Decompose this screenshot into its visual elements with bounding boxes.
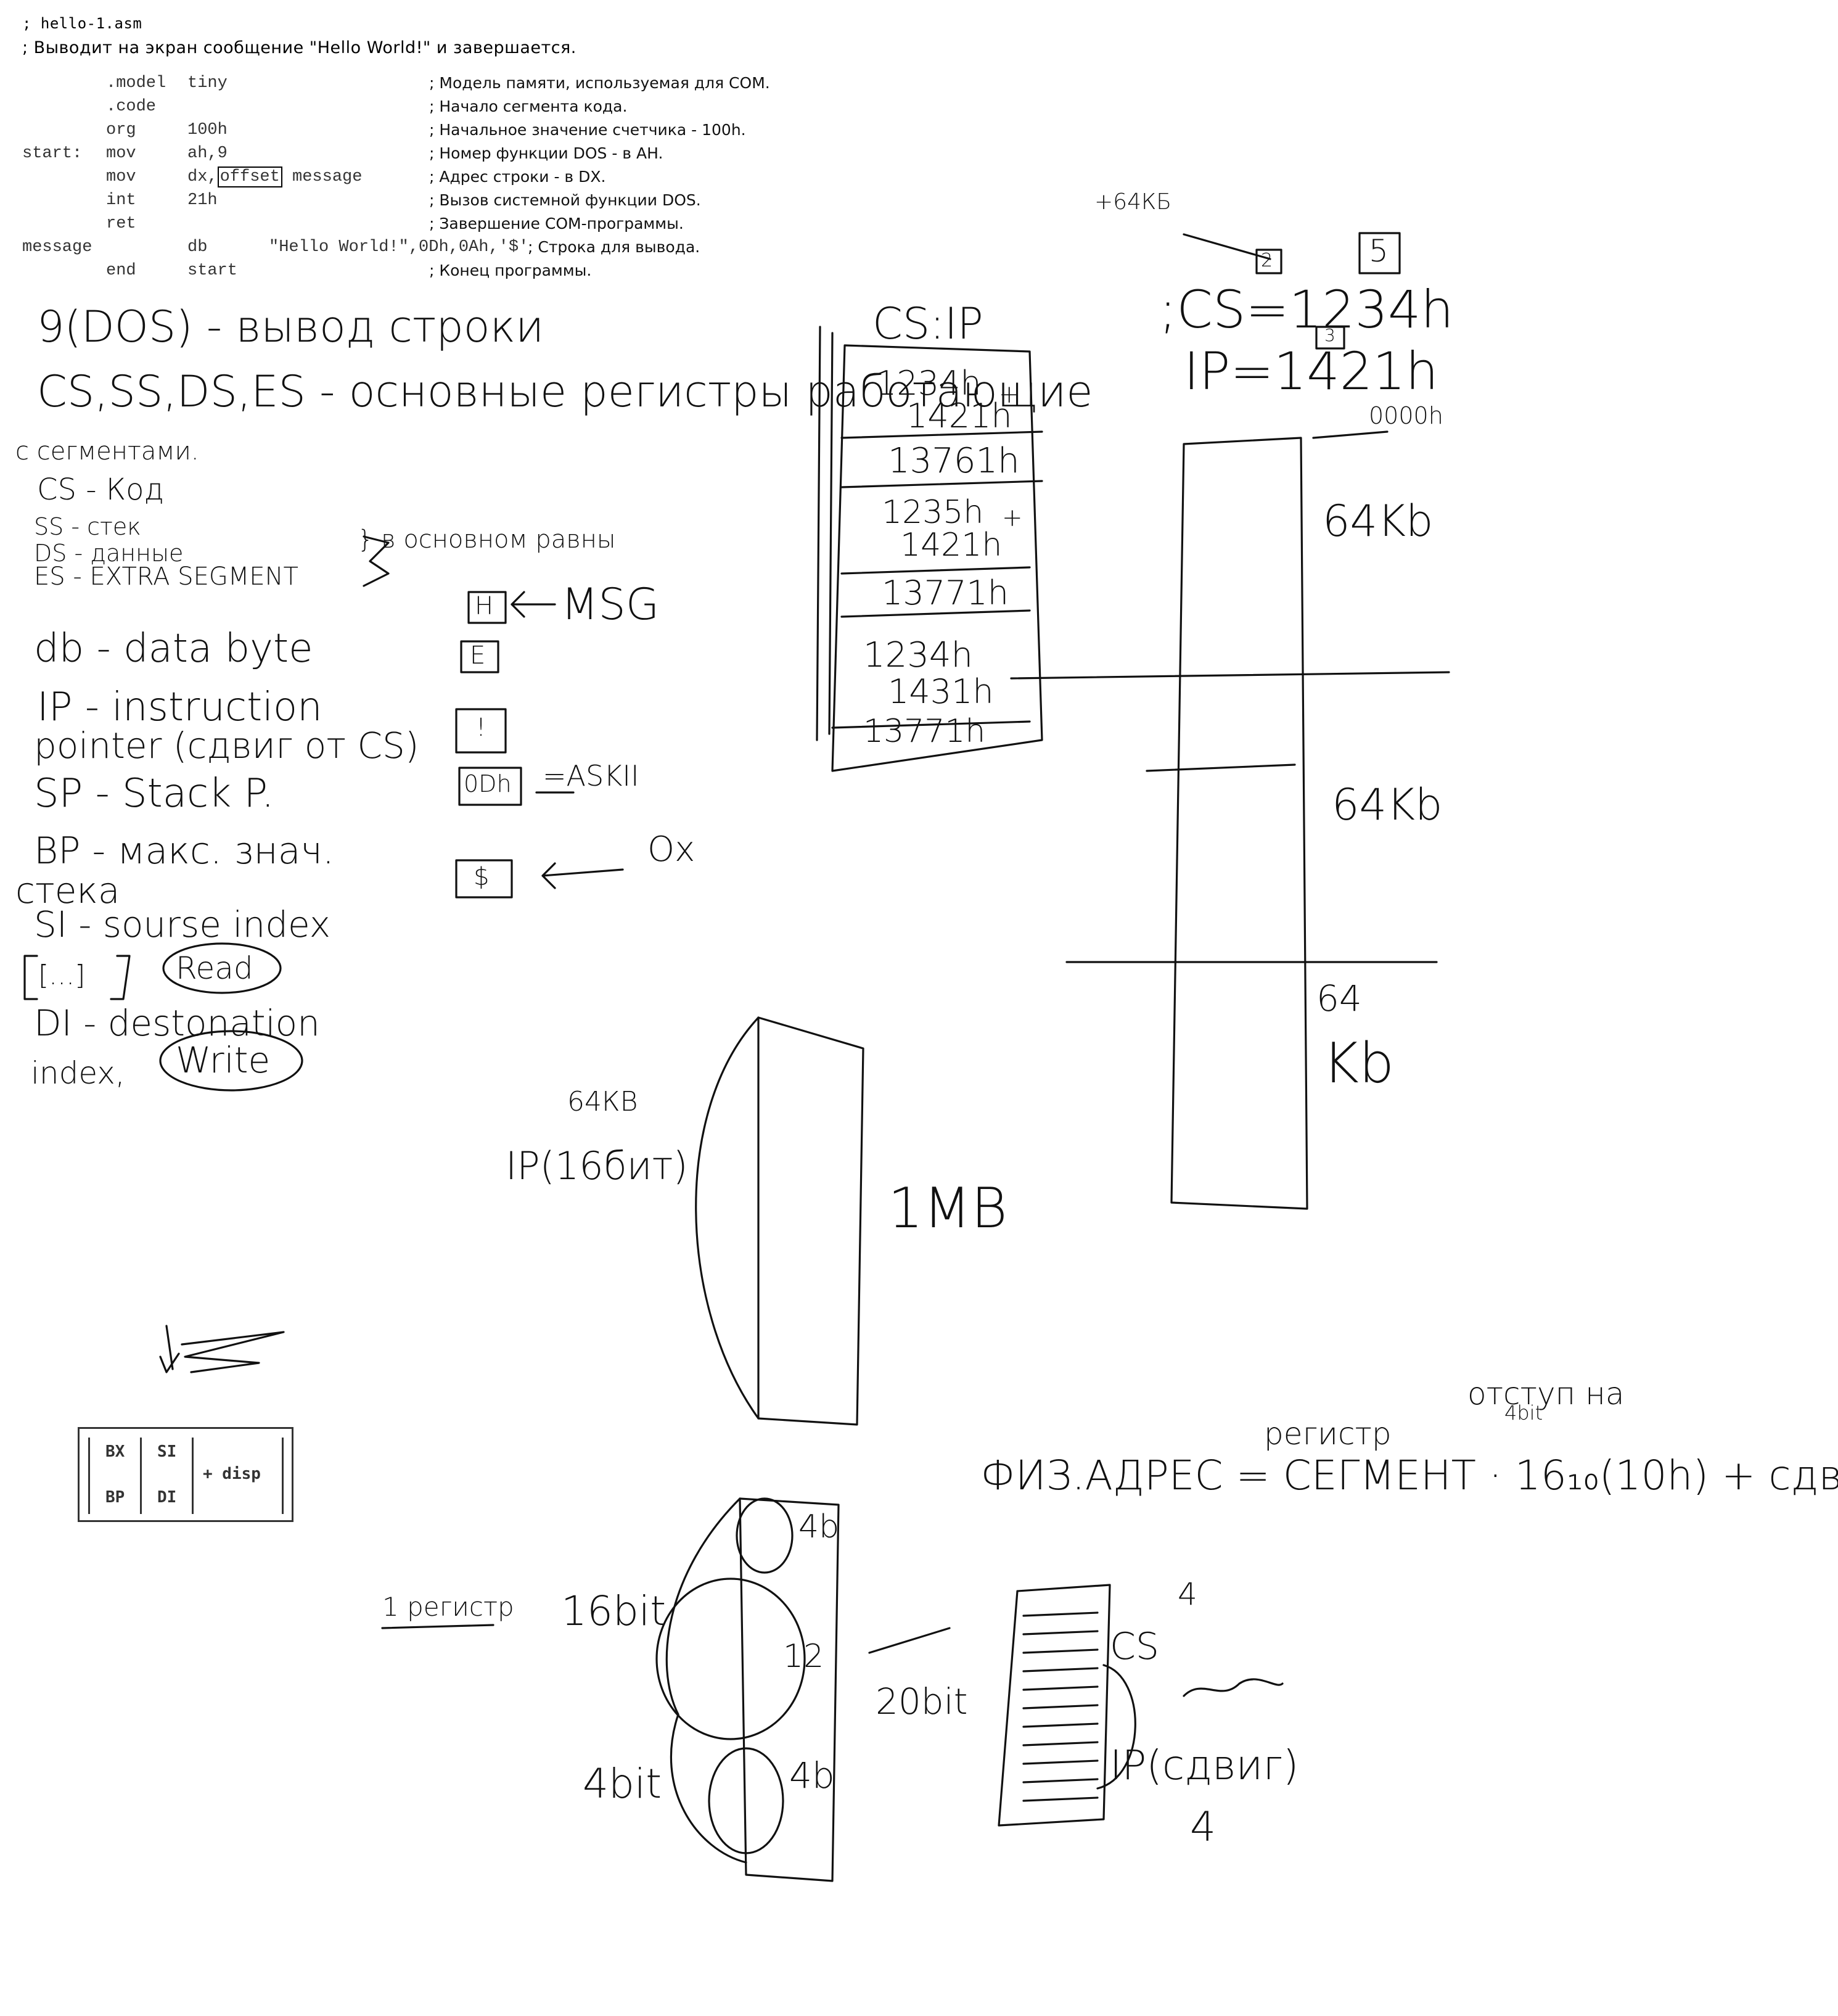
note-bits-4bit: 4bit [583, 1764, 662, 1804]
note-16bit: 16bit [561, 1591, 666, 1632]
note-db: db - data byte [34, 629, 313, 669]
calc-line-3 [842, 567, 1030, 574]
calc1-a: 1234h [876, 367, 982, 400]
calc3-a: 1234h [863, 638, 973, 673]
memory-1mb-rect [758, 1018, 863, 1425]
note-64kb: 64КВ [567, 1088, 638, 1116]
note-mostly-equal: } в основном равны [358, 527, 615, 552]
segment-arrow [1313, 432, 1387, 438]
calc2-c: 13771h [882, 577, 1009, 610]
note-msg: MSG [561, 583, 659, 626]
reg-di: DI [157, 1488, 176, 1507]
segment-label-1: 64Kb [1323, 500, 1433, 543]
reg-box-divider [282, 1438, 284, 1514]
calc1-c: 13761h [888, 444, 1020, 479]
segment-label-3a: 64 [1316, 981, 1362, 1016]
cell-dollar: $ [474, 865, 489, 889]
20bit-strike [869, 1628, 950, 1653]
segment-label-3b: Kb [1323, 1036, 1394, 1092]
cell-h: H [475, 594, 493, 619]
reg-disp: + disp [203, 1465, 261, 1483]
note-12: 12 [783, 1640, 824, 1672]
ox-arrow [543, 863, 623, 888]
scribble-ds [160, 1326, 284, 1372]
cell-e: E [470, 643, 485, 668]
note-segment-registers-cont: с сегментами. [15, 439, 199, 464]
note-ascii: =ASKII [543, 762, 639, 790]
note-physical-address: ФИЗ.АДРЕС = СЕГМЕНТ · 16₁₀(10h) + сдвиг [980, 1455, 1838, 1496]
reg-si: SI [157, 1442, 176, 1461]
segment-tower [1171, 438, 1307, 1209]
shading [1024, 1613, 1097, 1801]
calc3-c: 13771h [863, 715, 985, 747]
calc3-b: 1431h [888, 675, 994, 709]
note-ds: DS - данные [34, 541, 183, 565]
note-ip-1: IP - instruction [37, 688, 322, 727]
bit-split-outer-2 [671, 1714, 746, 1862]
reg-box-divider [140, 1438, 142, 1514]
note-4bit: 4bit [1504, 1403, 1543, 1423]
segment-divider-1 [1011, 672, 1449, 678]
note-read: Read [176, 953, 253, 984]
note-4b-bottom: 4b [789, 1758, 835, 1793]
note-cs-ip: CS:IP [872, 302, 983, 345]
calc-line-2 [842, 481, 1042, 487]
msg-arrow [512, 592, 555, 617]
note-es: ES - EXTRA SEGMENT [34, 564, 298, 589]
note-si: SI - sourse index [34, 907, 330, 942]
cell-0dh: 0Dh [464, 772, 512, 796]
note-cs-value: ;CS=1234h [1159, 284, 1454, 335]
note-box-5: 5 [1369, 236, 1389, 266]
segment-label-2: 64Kb [1332, 783, 1442, 826]
cell-excl: ! [476, 715, 486, 740]
note-sp: SP - Stack P. [34, 774, 274, 813]
note-di-2: index, [31, 1058, 125, 1088]
note-ox: Ox [647, 833, 695, 867]
bit-split-outer-1 [667, 1499, 740, 1714]
note-ss: SS - стек [34, 515, 141, 538]
memory-1mb-bulge [696, 1018, 758, 1418]
reg-box-divider [192, 1438, 194, 1514]
note-4b-top: 4b [798, 1511, 839, 1543]
note-register: регистр [1264, 1418, 1392, 1449]
note-write: Write [176, 1042, 270, 1078]
reg-bp: BP [105, 1488, 125, 1507]
note-ip-value: IP=1421h [1184, 345, 1438, 397]
tilde [1184, 1679, 1282, 1696]
calc2-a: 1235h [882, 496, 983, 529]
calc1-b: 1421h [906, 400, 1012, 433]
note-4-top: 4 [1178, 1579, 1197, 1610]
note-ip-2: pointer (сдвиг от CS) [34, 728, 419, 763]
note-4-bottom: 4 [1190, 1807, 1216, 1848]
note-cs: CS - Код [37, 475, 164, 504]
addressing-register-box: BX BP SI DI + disp [78, 1427, 293, 1522]
note-bp-1: BP - макс. знач. [34, 833, 334, 870]
reg-box-divider [88, 1438, 90, 1514]
note-ip-shift: IP(сдвиг) [1110, 1745, 1298, 1786]
note-20bit: 20bit [876, 1684, 967, 1719]
segment-divider-2 [1147, 765, 1295, 771]
reg-bx: BX [105, 1442, 125, 1461]
note-1mb: 1MB [888, 1181, 1007, 1236]
note-dos-9: 9(DOS) - вывод строки [37, 305, 544, 348]
note-dots: [...] [38, 962, 85, 989]
calc2-b: 1421h [900, 529, 1002, 561]
note-plus-64kb: +64КБ [1094, 191, 1171, 213]
bit-split-rect [740, 1499, 839, 1881]
note-cs-label: CS [1110, 1628, 1159, 1665]
note-shift-by: отступ на [1467, 1378, 1624, 1409]
note-box-2: 2 [1261, 252, 1273, 270]
note-ip-16bit: IP(16бит) [506, 1147, 688, 1185]
note-one-register: 1 регистр [382, 1594, 514, 1620]
bit-lobe-mid [657, 1579, 805, 1739]
note-0000h: 0000h [1369, 404, 1443, 427]
note-di-1: DI - destonation [34, 1005, 320, 1041]
one-reg-underline [382, 1625, 493, 1628]
calc2-plus: + [1002, 506, 1023, 530]
bit-lobe-top [737, 1499, 792, 1573]
